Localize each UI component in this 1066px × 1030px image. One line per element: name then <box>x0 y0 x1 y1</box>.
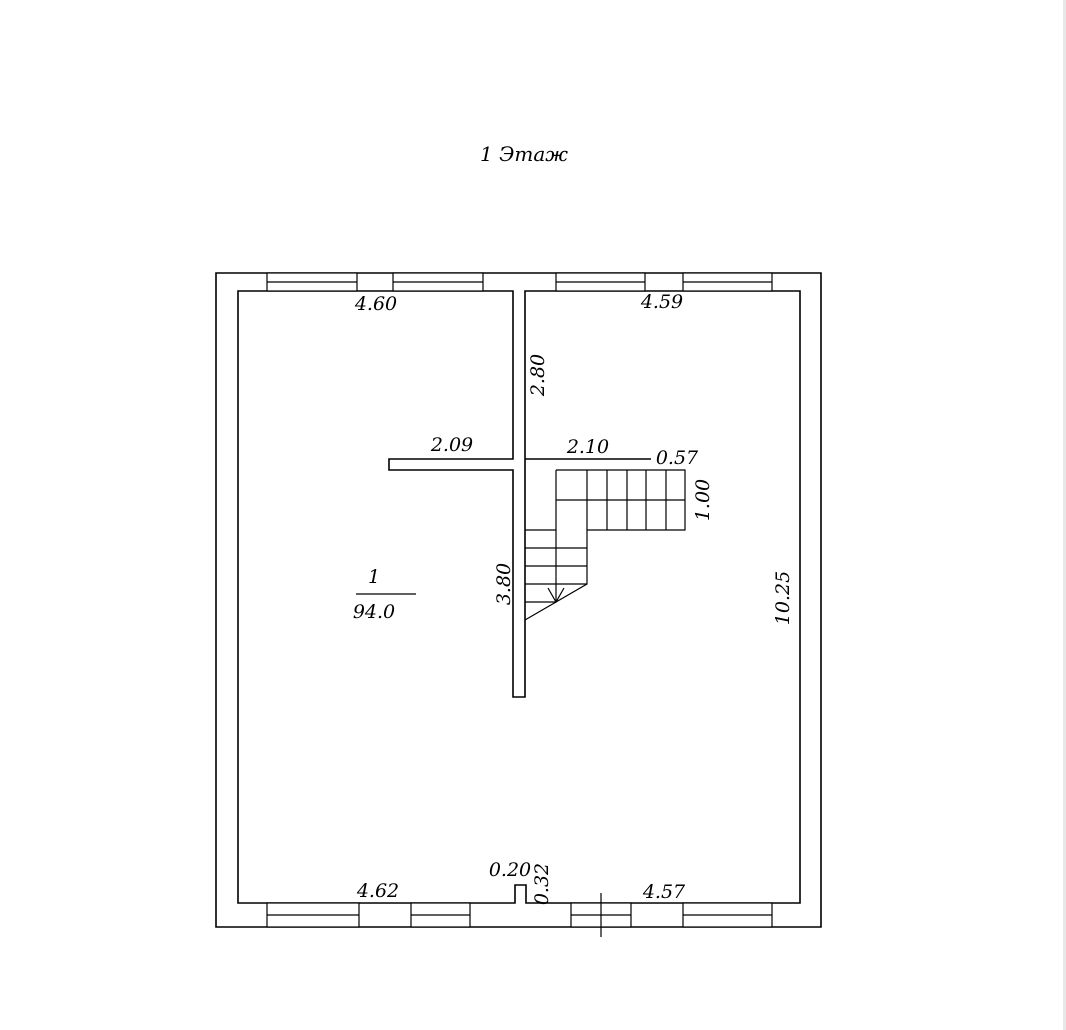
dim-niche-width: 0.20 <box>489 859 531 881</box>
dim-bottom-right-width: 4.57 <box>642 881 686 903</box>
dim-overall-height: 10.25 <box>772 571 794 625</box>
dim-left-partition: 2.09 <box>430 434 473 456</box>
stair-outline <box>524 469 686 621</box>
room-number: 1 <box>368 566 380 588</box>
dim-center-wall-lower: 3.80 <box>493 563 515 605</box>
bottom-windows <box>266 893 773 937</box>
top-windows <box>266 272 773 292</box>
outer-wall-outline <box>215 272 822 928</box>
dim-top-right-width: 4.59 <box>640 291 683 313</box>
dim-top-left-width: 4.60 <box>354 293 397 315</box>
floor-title: 1 Этаж <box>480 142 568 166</box>
dim-stair-height: 1.00 <box>692 479 714 521</box>
inner-wall-outline <box>237 290 801 904</box>
staircase <box>524 469 686 621</box>
dim-center-wall-upper: 2.80 <box>527 354 549 397</box>
dim-bottom-left-width: 4.62 <box>356 880 399 902</box>
dim-right-partition: 2.10 <box>566 436 609 458</box>
dim-niche-depth: 0.32 <box>531 863 553 905</box>
dim-stair-offset: 0.57 <box>656 447 699 469</box>
room-area: 94.0 <box>353 601 395 623</box>
page-edge <box>1063 0 1066 1030</box>
